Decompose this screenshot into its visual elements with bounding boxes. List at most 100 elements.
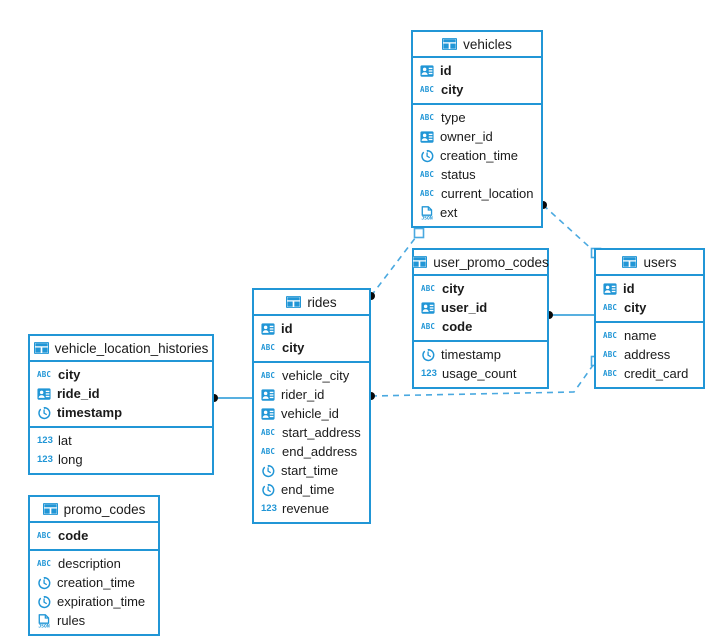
field-name: start_time xyxy=(281,463,339,478)
field-row[interactable]: expiration_time xyxy=(30,592,158,611)
field-name: lat xyxy=(58,433,72,448)
clock-icon xyxy=(420,149,434,163)
field-row[interactable]: ride_id xyxy=(30,384,212,403)
field-row[interactable]: end_time xyxy=(254,480,369,499)
relationship-vehicle-location-histories-to-rides[interactable] xyxy=(210,394,252,402)
field-name: city xyxy=(624,300,647,315)
field-name: id xyxy=(623,281,635,296)
abc-icon: ABC xyxy=(37,530,52,540)
field-row[interactable]: rider_id xyxy=(254,385,369,404)
field-name: ext xyxy=(440,205,458,220)
id-card-icon xyxy=(261,388,275,402)
field-row[interactable]: id xyxy=(254,319,369,338)
table-header-user_promo_codes[interactable]: user_promo_codes xyxy=(412,250,549,276)
123-icon: 123 xyxy=(37,435,53,446)
table-grid-icon xyxy=(42,502,58,516)
table-title: vehicles xyxy=(463,36,512,52)
field-name: usage_count xyxy=(442,366,517,381)
field-row[interactable]: ABC start_address xyxy=(254,423,369,442)
123-icon: 123 xyxy=(421,368,437,379)
field-row[interactable]: creation_time xyxy=(30,573,158,592)
field-name: vehicle_id xyxy=(281,406,339,421)
field-row[interactable]: timestamp xyxy=(414,345,547,364)
field-row[interactable]: start_time xyxy=(254,461,369,480)
field-name: address xyxy=(624,347,671,362)
field-name: owner_id xyxy=(440,129,493,144)
field-row[interactable]: owner_id xyxy=(413,127,541,146)
table-header-vehicle_location_histories[interactable]: vehicle_location_histories xyxy=(30,336,212,362)
table-header-vehicles[interactable]: vehicles xyxy=(413,32,541,58)
field-name: start_address xyxy=(282,425,361,440)
clock-icon xyxy=(421,348,435,362)
relationship-user-promo-codes-to-users[interactable] xyxy=(545,311,594,319)
table-grid-icon xyxy=(286,295,302,309)
field-name: creation_time xyxy=(57,575,136,590)
field-name: description xyxy=(58,556,121,571)
field-row[interactable]: 123 lat xyxy=(30,431,212,450)
clock-icon xyxy=(37,406,51,420)
abc-icon: ABC xyxy=(261,427,276,437)
field-name: ride_id xyxy=(57,386,100,401)
abc-icon: ABC xyxy=(603,368,618,378)
field-name: type xyxy=(441,110,466,125)
field-row[interactable]: user_id xyxy=(414,298,547,317)
field-row[interactable]: creation_time xyxy=(413,146,541,165)
table-title: user_promo_codes xyxy=(433,254,549,270)
abc-icon: ABC xyxy=(603,330,618,340)
table-title: users xyxy=(643,254,677,270)
field-name: id xyxy=(281,321,293,336)
table-header-users[interactable]: users xyxy=(596,250,703,276)
field-row[interactable]: timestamp xyxy=(30,403,212,422)
field-name: name xyxy=(624,328,657,343)
table-grid-icon xyxy=(442,37,458,51)
table-header-promo_codes[interactable]: promo_codes xyxy=(30,497,158,523)
field-name: creation_time xyxy=(440,148,519,163)
clock-icon xyxy=(261,464,275,478)
field-row[interactable]: id xyxy=(413,61,541,80)
abc-icon: ABC xyxy=(420,169,435,179)
table-title: rides xyxy=(307,294,337,310)
table-title: promo_codes xyxy=(63,501,146,517)
field-name: city xyxy=(282,340,305,355)
table-header-rides[interactable]: rides xyxy=(254,290,369,316)
field-row[interactable]: vehicle_id xyxy=(254,404,369,423)
field-row[interactable]: id xyxy=(596,279,703,298)
field-row[interactable]: 123 usage_count xyxy=(414,364,547,383)
field-name: rider_id xyxy=(281,387,325,402)
json-doc-icon: JSON xyxy=(37,613,51,628)
clock-icon xyxy=(37,595,51,609)
table-grid-icon xyxy=(412,255,428,269)
id-card-icon xyxy=(603,282,617,296)
field-row[interactable]: ABC name xyxy=(596,326,703,345)
